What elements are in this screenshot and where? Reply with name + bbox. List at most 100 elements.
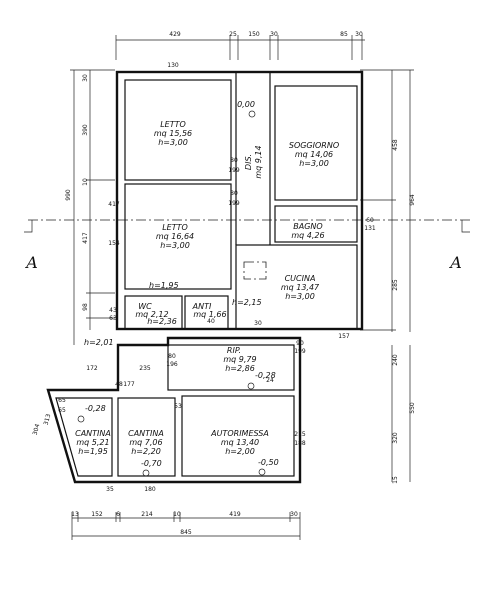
section-label-left: A: [24, 253, 38, 272]
level-028-cantina: -0,28: [85, 404, 106, 413]
bottom-dimensions: 13 152 6 214 10 419 30 845: [71, 511, 301, 540]
dim-right-320: 320: [392, 432, 399, 444]
dim-bot-214: 214: [141, 511, 153, 518]
dim-196: 196: [166, 361, 178, 368]
dim-top-30b: 30: [355, 31, 363, 38]
room-name: LETTO: [160, 120, 186, 129]
dim-right-285: 285: [392, 279, 399, 291]
dim-188: 188: [294, 440, 306, 447]
dim-235: 235: [139, 365, 151, 372]
dim-24: 24: [266, 377, 274, 384]
dim-154: 154: [108, 240, 120, 247]
level-028-rip: -0,28: [255, 371, 276, 380]
room-anti: ANTI mq 1,66: [192, 302, 227, 319]
dim-172: 172: [86, 365, 98, 372]
dim-bot-6: 6: [116, 511, 120, 518]
left-dimensions: 990 390 417 98 30 10 43: [65, 69, 117, 345]
room-height: h=3,00: [160, 241, 190, 250]
dim-157: 157: [338, 333, 350, 340]
lower-walls: [46, 336, 302, 484]
dim-bot-30: 30: [290, 511, 298, 518]
room-height: h=2,36: [147, 317, 177, 326]
level-markers: 0,00 -0,28 -0,28 -0,70 -0,50 h=1,95 h=2,…: [77, 100, 279, 477]
height-201: h=2,01: [84, 338, 114, 347]
room-height: h=2,00: [225, 447, 255, 456]
dim-bot-152: 152: [91, 511, 103, 518]
room-area: mq 13,40: [221, 438, 259, 447]
dim-top-150: 150: [248, 31, 260, 38]
room-area: mq 7,06: [129, 438, 162, 447]
dim-304: 304: [32, 423, 42, 436]
upper-walls: [115, 70, 364, 331]
room-wc: WC mq 2,12 h=2,36: [135, 302, 176, 326]
dim-53: 53: [174, 403, 182, 410]
room-height: h=1,95: [78, 447, 108, 456]
room-area: mq 14,06: [295, 150, 333, 159]
dim-right-550: 550: [409, 402, 416, 414]
dim-60: 60: [366, 217, 374, 224]
dim-35: 35: [106, 486, 114, 493]
room-dis: DIS. mq 9,14: [244, 145, 263, 178]
right-dimensions: 458 964 285 240 550 320 15: [360, 69, 416, 484]
dim-top-25: 25: [229, 31, 237, 38]
room-cucina: CUCINA mq 13,47 h=3,00: [281, 274, 320, 301]
room-area: mq 5,21: [76, 438, 109, 447]
dim-left-390: 390: [82, 124, 89, 136]
height-215: h=2,15: [232, 298, 262, 307]
dim-199: 199: [228, 167, 240, 174]
dim-top-85: 85: [340, 31, 348, 38]
room-letto-1: LETTO mq 15,56 h=3,00: [154, 120, 192, 147]
dim-48: 48: [115, 381, 123, 388]
room-name: ANTI: [192, 302, 212, 311]
room-area: mq 4,26: [291, 231, 324, 240]
dim-63: 63: [109, 315, 117, 322]
dim-130-side: 417: [108, 201, 120, 208]
level-symbol-icon: [258, 468, 266, 476]
top-dimensions: 429 25 150 30 85 30: [115, 31, 365, 60]
room-name: LETTO: [162, 223, 188, 232]
level-symbol-icon: [247, 382, 255, 390]
room-height: h=2,20: [131, 447, 161, 456]
room-letto-2: LETTO mq 16,64 h=3,00: [156, 223, 194, 250]
level-symbol-icon: [248, 110, 256, 118]
dim-65: 65: [58, 407, 66, 414]
dim-199: 199: [294, 348, 306, 355]
room-height: h=3,00: [299, 159, 329, 168]
dim-30: 30: [254, 320, 262, 327]
room-name: CANTINA: [128, 429, 164, 438]
section-line: A A: [24, 219, 470, 272]
level-070: -0,70: [141, 459, 162, 468]
dim-90: 90: [296, 340, 304, 347]
dim-right-240: 240: [392, 354, 399, 366]
dim-313: 313: [43, 413, 53, 426]
room-height: h=3,00: [285, 292, 315, 301]
level-050: -0,50: [258, 458, 279, 467]
dim-top-429: 429: [169, 31, 181, 38]
section-label-right: A: [448, 253, 462, 272]
room-name: DIS.: [244, 154, 253, 170]
dim-80: 80: [230, 190, 238, 197]
dim-top-30: 30: [270, 31, 278, 38]
dim-right-964: 964: [409, 194, 416, 206]
dim-80: 80: [230, 157, 238, 164]
dim-left-417: 417: [82, 232, 89, 244]
room-cantina-2: CANTINA mq 7,06 h=2,20: [128, 429, 164, 456]
dim-left-10: 10: [82, 178, 89, 186]
dim-215: 215: [294, 431, 306, 438]
room-area: mq 1,66: [193, 310, 226, 319]
dim-177: 177: [123, 381, 135, 388]
stair-marker: [243, 261, 267, 280]
room-cantina-1: CANTINA mq 5,21 h=1,95: [75, 429, 111, 456]
dim-bot-845: 845: [180, 529, 192, 536]
room-rip: RIP. mq 9,79 h=2,86: [223, 346, 256, 373]
dim-65: 65: [58, 397, 66, 404]
dim-80: 80: [168, 353, 176, 360]
dim-130: 130: [167, 62, 179, 69]
dim-bot-13: 13: [71, 511, 79, 518]
level-symbol-icon: [142, 469, 150, 477]
room-area: mq 9,14: [254, 145, 263, 178]
room-autorimessa: AUTORIMESSA mq 13,40 h=2,00: [210, 429, 269, 456]
dim-180: 180: [144, 486, 156, 493]
room-area: mq 2,12: [135, 310, 168, 319]
